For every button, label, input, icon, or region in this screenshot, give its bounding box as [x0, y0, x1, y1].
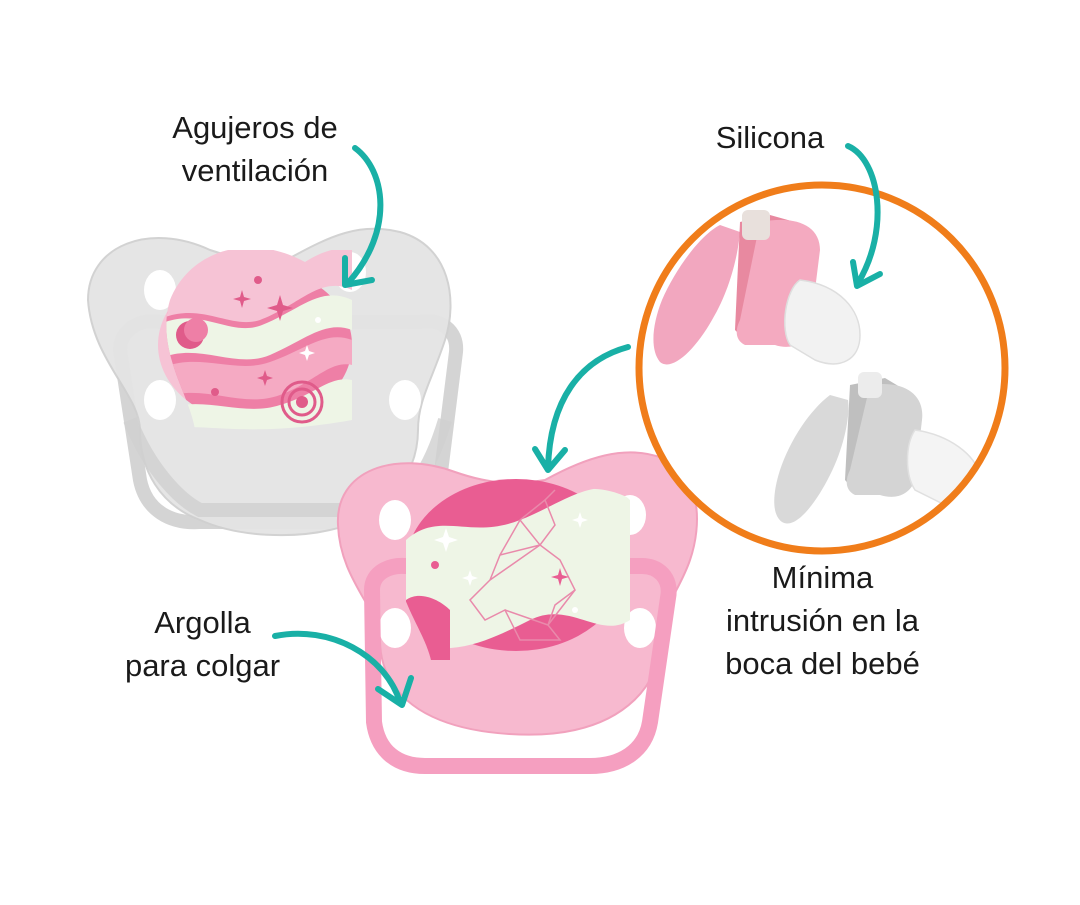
- silicone-label: Silicona: [700, 116, 840, 159]
- curved-arrow-icon: [532, 344, 631, 473]
- ventilation-label-line1: Agujeros de: [172, 110, 338, 145]
- intrusion-label-line3: boca del bebé: [725, 646, 920, 681]
- intrusion-label-line2: intrusión en la: [725, 603, 919, 638]
- silicone-label-line1: Silicona: [715, 120, 825, 155]
- minimal-intrusion-label: Mínima intrusión en la boca del bebé: [700, 556, 945, 685]
- arrows: [272, 143, 883, 708]
- ventilation-holes-label: Agujeros de ventilación: [150, 106, 360, 192]
- pink-vent-hole: [379, 608, 411, 648]
- pink-ring: [363, 557, 677, 774]
- grey-button-design: [158, 250, 352, 430]
- ring-label-line1: Argolla: [154, 605, 251, 640]
- ring-label-line2: para colgar: [124, 648, 281, 683]
- grey-vent-hole: [144, 270, 176, 310]
- pacifier-pink-image: [336, 451, 698, 774]
- pink-vent-hole: [379, 500, 411, 540]
- pacifier-grey-image: [86, 227, 464, 537]
- pink-vent-hole: [624, 608, 656, 648]
- ventilation-label-line2: ventilación: [181, 153, 329, 188]
- pink-button-design: [406, 479, 630, 660]
- hanging-ring-label: Argolla para colgar: [100, 601, 305, 687]
- grey-ring-front: [123, 417, 452, 517]
- grey-side-view: [774, 372, 982, 524]
- zoom-circle-border: [635, 181, 1009, 555]
- grey-vent-hole: [144, 380, 176, 420]
- curved-arrow-icon: [845, 143, 883, 289]
- curved-arrow-icon: [272, 630, 414, 708]
- grey-vent-hole: [389, 380, 421, 420]
- silicone-nipple-zoom-image: [635, 181, 1009, 555]
- intrusion-label-line1: Mínima: [771, 560, 874, 595]
- curved-arrow-icon: [342, 145, 384, 288]
- pink-side-view: [653, 210, 861, 365]
- unicorn-line-art: [469, 489, 576, 641]
